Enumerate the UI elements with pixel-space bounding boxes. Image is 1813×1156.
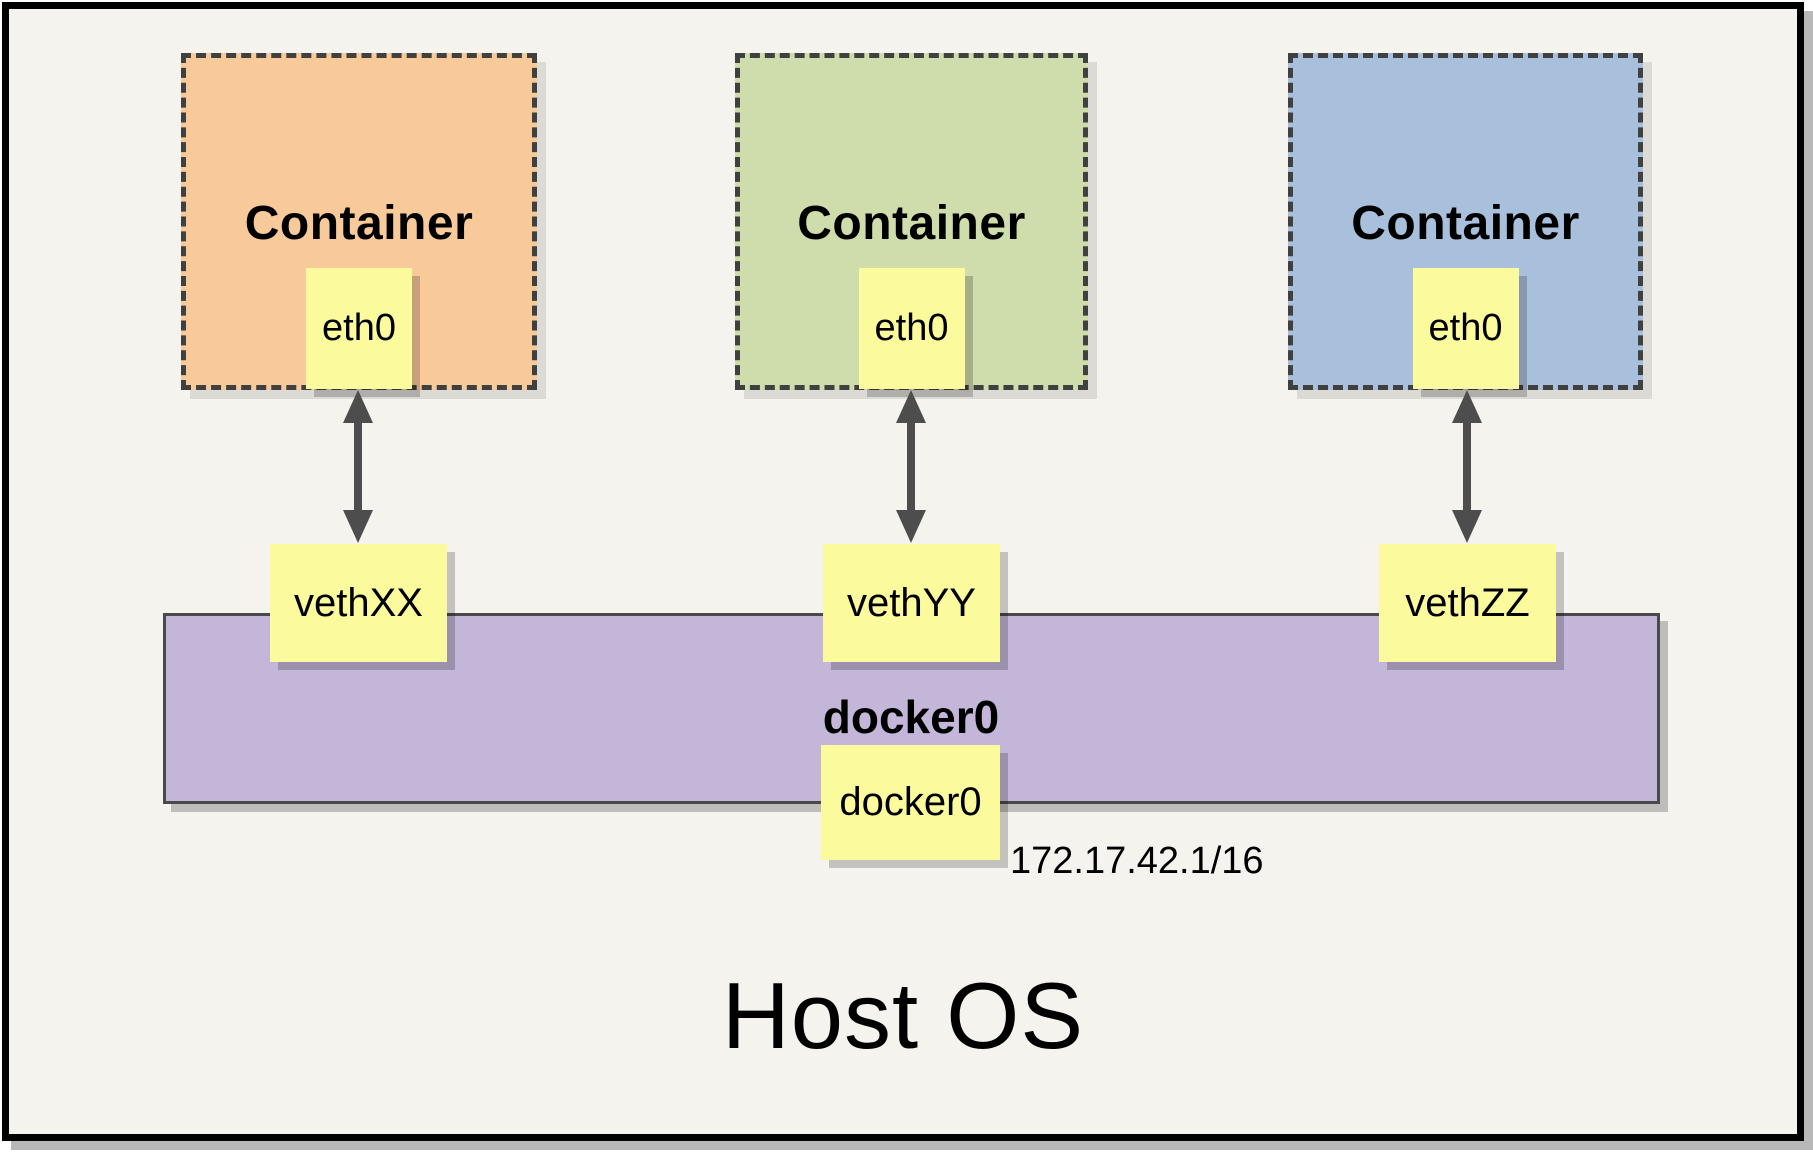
docker0-ip-label: 172.17.42.1/16: [1010, 840, 1264, 882]
vethyy-label: vethYY: [847, 580, 976, 625]
container-label: Container: [1351, 197, 1580, 250]
vethzz-box: vethZZ: [1379, 544, 1556, 662]
eth0-label: eth0: [874, 307, 949, 349]
eth0-box-1: eth0: [306, 268, 412, 389]
vethxx-box: vethXX: [270, 544, 447, 662]
container-label: Container: [244, 197, 474, 250]
container-box-3: Container eth0: [1288, 53, 1643, 390]
docker0-title: docker0: [822, 691, 1000, 743]
container-box-1: Container eth0: [181, 53, 537, 390]
host-os-label: Host OS: [721, 963, 1085, 1068]
vethzz-label: vethZZ: [1405, 580, 1530, 625]
eth0-label: eth0: [322, 307, 396, 349]
eth0-label: eth0: [1428, 307, 1503, 349]
container-box-2: Container eth0: [735, 53, 1088, 390]
double-arrow-icon: [896, 390, 926, 543]
double-arrow-icon: [1452, 390, 1482, 543]
docker0-interface-label: docker0: [839, 780, 982, 824]
vethxx-label: vethXX: [294, 580, 423, 625]
eth0-box-2: eth0: [858, 268, 965, 389]
eth0-box-3: eth0: [1412, 268, 1519, 389]
double-arrow-icon: [343, 390, 373, 543]
container-label: Container: [797, 197, 1026, 250]
vethyy-box: vethYY: [823, 544, 1000, 662]
docker0-interface-box: docker0: [821, 745, 1000, 860]
